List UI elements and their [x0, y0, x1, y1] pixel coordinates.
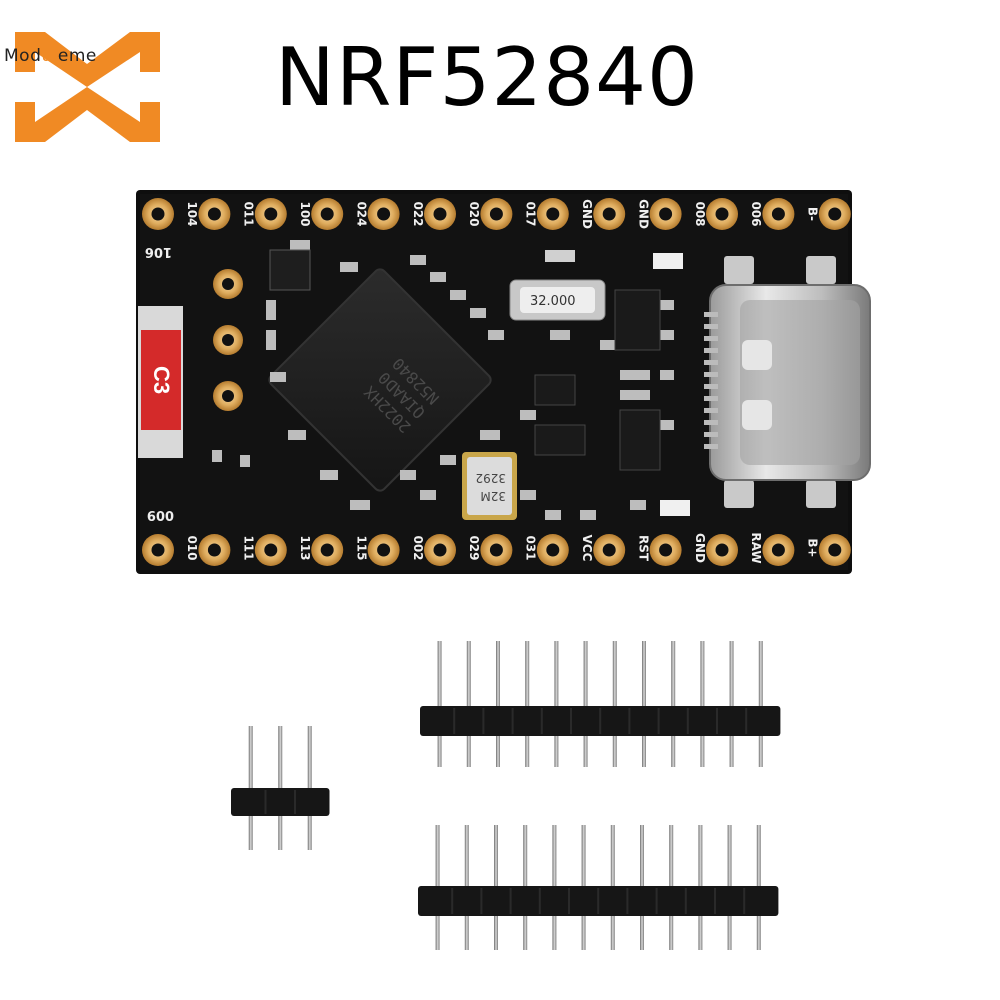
nrf52840-chip: N52840 QIAAD0 2022HX: [268, 268, 492, 492]
header-body: [231, 788, 330, 816]
bottom-pin-labels: 010 111 113 115 002 029 031 VCC RST GND RAW B+: [185, 532, 819, 563]
header-pin: [466, 641, 471, 767]
bottom-pin-label: 111: [242, 535, 256, 560]
logo-m-bottom: [15, 87, 160, 142]
bottom-pin-label: RAW: [749, 532, 763, 563]
ic-3: [534, 424, 586, 456]
header-pin: [496, 641, 500, 767]
header-pin: [729, 641, 734, 767]
top-pin-label: 011: [242, 201, 256, 226]
bottom-pin-label: 113: [298, 535, 312, 560]
top-pin-pads: [142, 198, 851, 230]
bottom-pin-label: GND: [693, 533, 707, 563]
pin-header-3: [231, 726, 330, 850]
header-pin: [554, 641, 559, 767]
pin-header-12-a: [420, 641, 781, 767]
bottom-pin-label: RST: [636, 535, 650, 562]
ic-2: [534, 374, 576, 406]
top-pin-label: 017: [524, 201, 538, 226]
top-pin-label: GND: [636, 199, 650, 229]
bottom-pin-label: B+: [806, 538, 820, 557]
top-pin-label: 008: [693, 201, 707, 226]
bottom-pin-label: 115: [354, 535, 368, 560]
led-bottom: [660, 500, 690, 516]
bottom-pin-label: VCC: [580, 535, 594, 562]
moduleme-logo: [15, 32, 160, 142]
pin-header-12-b: [418, 825, 779, 950]
top-pin-labels: 104 011 100 024 022 020 017 GND GND 008 006 B-: [185, 199, 819, 229]
header-pin: [437, 641, 442, 767]
ic-5: [619, 409, 661, 471]
header-pin: [758, 641, 763, 767]
page-title: NRF52840: [275, 31, 699, 124]
side-label-top: 106: [145, 244, 172, 259]
osc-label-1: 32M: [480, 489, 506, 503]
smd-components: [212, 240, 674, 520]
crystal-label: 32.000: [530, 294, 576, 309]
top-pin-label: 006: [749, 201, 763, 226]
bottom-pin-label: 031: [524, 535, 538, 560]
battery-label: C3: [149, 366, 174, 394]
logo-m-top: [15, 32, 160, 87]
header-pin: [642, 641, 646, 767]
header-pin: [583, 641, 588, 767]
header-pin: [671, 641, 676, 767]
header-pin: [612, 641, 617, 767]
top-pin-label: 100: [298, 201, 312, 226]
top-pin-label: 024: [354, 201, 368, 226]
bottom-pin-pads: [142, 534, 851, 566]
top-pin-label: 022: [411, 201, 425, 226]
bottom-pin-label: 010: [185, 535, 199, 560]
usb-c-connector: [704, 256, 871, 508]
top-pin-label: B-: [806, 207, 820, 221]
side-label-bottom: 009: [147, 507, 174, 522]
ic-1: [269, 249, 311, 291]
top-pin-label: GND: [580, 199, 594, 229]
bottom-pin-label: 002: [411, 535, 425, 560]
led-top: [653, 253, 683, 269]
brand-name: Moduleme: [4, 46, 97, 66]
osc-label-2: 3292: [475, 471, 506, 485]
top-pin-label: 020: [467, 201, 481, 226]
bottom-pin-label: 029: [467, 535, 481, 560]
header-pin: [700, 641, 705, 767]
header-pin: [525, 641, 530, 767]
ic-4: [614, 289, 661, 351]
top-pin-label: 104: [185, 201, 199, 226]
